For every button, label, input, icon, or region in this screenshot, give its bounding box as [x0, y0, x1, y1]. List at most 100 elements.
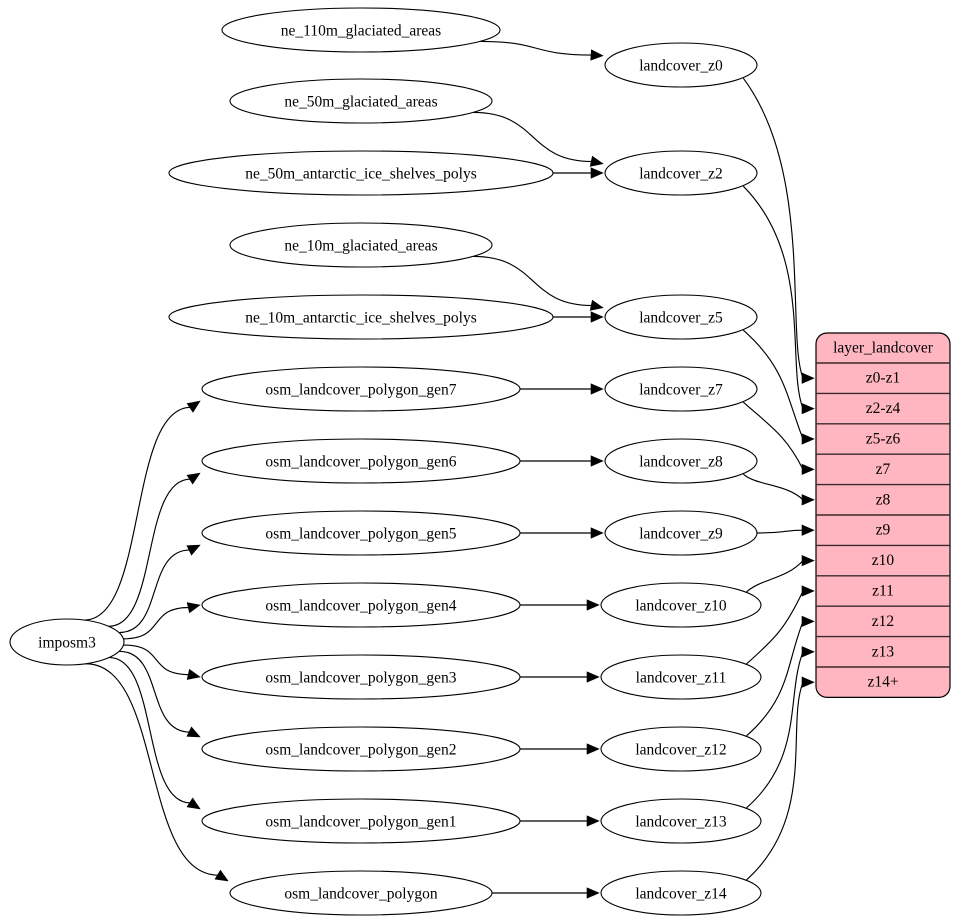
record-row-z2-z4[interactable]: z2-z4 [816, 393, 950, 423]
node-shape[interactable] [604, 510, 758, 556]
edge-ne_10m_glaciated_areas-to-landcover_z5 [473, 255, 604, 311]
node-shape[interactable] [604, 150, 758, 196]
node-label: landcover_z11 [636, 670, 727, 687]
node-shape[interactable] [604, 42, 758, 88]
node-label: osm_landcover_polygon_gen7 [265, 382, 456, 399]
node-label: ne_110m_glaciated_areas [281, 23, 441, 40]
node-ne_10m_antarctic_ice_shelves_polys[interactable]: ne_10m_antarctic_ice_shelves_polys [168, 294, 554, 340]
node-label: landcover_z0 [639, 58, 723, 75]
node-osm_landcover_polygon_gen1[interactable]: osm_landcover_polygon_gen1 [201, 798, 521, 844]
nodes-layer[interactable]: ne_110m_glaciated_areas ne_50m_glaciated_… [9, 7, 762, 916]
node-landcover_z11[interactable]: landcover_z11 [600, 654, 762, 700]
edge-imposm3-to-osm_landcover_polygon_gen5 [118, 544, 201, 634]
node-ne_10m_glaciated_areas[interactable]: ne_10m_glaciated_areas [229, 222, 493, 268]
node-shape[interactable] [168, 294, 554, 340]
node-shape[interactable] [168, 150, 554, 196]
node-osm_landcover_polygon_gen6[interactable]: osm_landcover_polygon_gen6 [201, 438, 521, 484]
node-label: landcover_z12 [635, 742, 726, 759]
record-header[interactable]: layer_landcover [833, 340, 934, 357]
node-shape[interactable] [201, 798, 521, 844]
node-shape[interactable] [600, 726, 762, 772]
node-shape[interactable] [229, 870, 493, 916]
record-row-z11[interactable]: z11 [816, 576, 950, 606]
node-osm_landcover_polygon_gen4[interactable]: osm_landcover_polygon_gen4 [201, 582, 521, 628]
edge-imposm3-to-osm_landcover_polygon_gen1 [109, 656, 201, 810]
node-shape[interactable] [600, 870, 762, 916]
node-label: osm_landcover_polygon_gen4 [265, 598, 456, 615]
node-osm_landcover_polygon_gen5[interactable]: osm_landcover_polygon_gen5 [201, 510, 521, 556]
edge-ne_50m_glaciated_areas-to-landcover_z2 [473, 111, 604, 167]
edge-landcover_z12-to-record-z12 [746, 615, 815, 737]
node-shape[interactable] [221, 7, 501, 53]
node-shape[interactable] [201, 582, 521, 628]
node-shape[interactable] [600, 654, 762, 700]
node-label: osm_landcover_polygon [284, 886, 438, 903]
node-landcover_z12[interactable]: landcover_z12 [600, 726, 762, 772]
node-shape[interactable] [229, 222, 493, 268]
record-row-z9[interactable]: z9 [816, 515, 950, 545]
record-row-z12[interactable]: z12 [816, 606, 950, 636]
node-shape[interactable] [201, 510, 521, 556]
node-label: ne_10m_glaciated_areas [284, 238, 437, 255]
node-label: landcover_z7 [639, 382, 723, 399]
node-label: ne_50m_antarctic_ice_shelves_polys [245, 166, 477, 183]
node-landcover_z14[interactable]: landcover_z14 [600, 870, 762, 916]
node-shape[interactable] [604, 294, 758, 340]
node-landcover_z0[interactable]: landcover_z0 [604, 42, 758, 88]
node-shape[interactable] [9, 618, 125, 666]
edge-osm_landcover_polygon_gen4-to-landcover_z10 [520, 599, 600, 611]
edge-osm_landcover_polygon_gen1-to-landcover_z13 [520, 815, 600, 827]
record-row-z0-z1[interactable]: z0-z1 [816, 363, 950, 393]
node-ne_50m_glaciated_areas[interactable]: ne_50m_glaciated_areas [229, 78, 493, 124]
node-landcover_z9[interactable]: landcover_z9 [604, 510, 758, 556]
record-row-z8[interactable]: z8 [816, 485, 950, 515]
node-landcover_z7[interactable]: landcover_z7 [604, 366, 758, 412]
node-ne_50m_antarctic_ice_shelves_polys[interactable]: ne_50m_antarctic_ice_shelves_polys [168, 150, 554, 196]
record-row-label: z13 [872, 643, 895, 660]
node-label: landcover_z2 [639, 166, 723, 183]
node-shape[interactable] [600, 582, 762, 628]
edge-imposm3-to-osm_landcover_polygon_gen3 [123, 644, 201, 680]
node-label: ne_10m_antarctic_ice_shelves_polys [245, 310, 477, 327]
node-label: osm_landcover_polygon_gen6 [265, 454, 456, 471]
edge-osm_landcover_polygon_gen5-to-landcover_z9 [520, 527, 604, 539]
node-shape[interactable] [600, 798, 762, 844]
edge-osm_landcover_polygon-to-landcover_z14 [491, 887, 600, 899]
edge-osm_landcover_polygon_gen7-to-landcover_z7 [520, 383, 604, 395]
node-shape[interactable] [229, 78, 493, 124]
node-osm_landcover_polygon_gen3[interactable]: osm_landcover_polygon_gen3 [201, 654, 521, 700]
node-label: osm_landcover_polygon_gen2 [265, 742, 456, 759]
node-label: landcover_z10 [635, 598, 726, 615]
node-shape[interactable] [604, 438, 758, 484]
node-shape[interactable] [201, 438, 521, 484]
edge-imposm3-to-osm_landcover_polygon_gen7 [84, 400, 201, 621]
node-shape[interactable] [201, 366, 521, 412]
record-row-z7[interactable]: z7 [816, 454, 950, 484]
node-shape[interactable] [201, 654, 521, 700]
node-shape[interactable] [604, 366, 758, 412]
node-osm_landcover_polygon_gen7[interactable]: osm_landcover_polygon_gen7 [201, 366, 521, 412]
node-landcover_z10[interactable]: landcover_z10 [600, 582, 762, 628]
edge-landcover_z8-to-record-z8 [742, 473, 815, 506]
record-row-z10[interactable]: z10 [816, 545, 950, 575]
node-landcover_z5[interactable]: landcover_z5 [604, 294, 758, 340]
edge-landcover_z13-to-record-z13 [746, 646, 815, 809]
node-shape[interactable] [201, 726, 521, 772]
record-row-z5-z6[interactable]: z5-z6 [816, 424, 950, 454]
record-row-label: z8 [876, 491, 891, 508]
node-landcover_z2[interactable]: landcover_z2 [604, 150, 758, 196]
node-label: osm_landcover_polygon_gen1 [265, 814, 456, 831]
node-landcover_z13[interactable]: landcover_z13 [600, 798, 762, 844]
node-imposm3[interactable]: imposm3 [9, 618, 125, 666]
record-row-z14+[interactable]: z14+ [816, 667, 950, 697]
edge-ne_50m_antarctic_ice_shelves_polys-to-landcover_z2 [553, 167, 604, 179]
node-osm_landcover_polygon[interactable]: osm_landcover_polygon [229, 870, 493, 916]
node-landcover_z8[interactable]: landcover_z8 [604, 438, 758, 484]
node-osm_landcover_polygon_gen2[interactable]: osm_landcover_polygon_gen2 [201, 726, 521, 772]
node-ne_110m_glaciated_areas[interactable]: ne_110m_glaciated_areas [221, 7, 501, 53]
record-row-label: z10 [872, 552, 895, 569]
record-row-z13[interactable]: z13 [816, 637, 950, 667]
